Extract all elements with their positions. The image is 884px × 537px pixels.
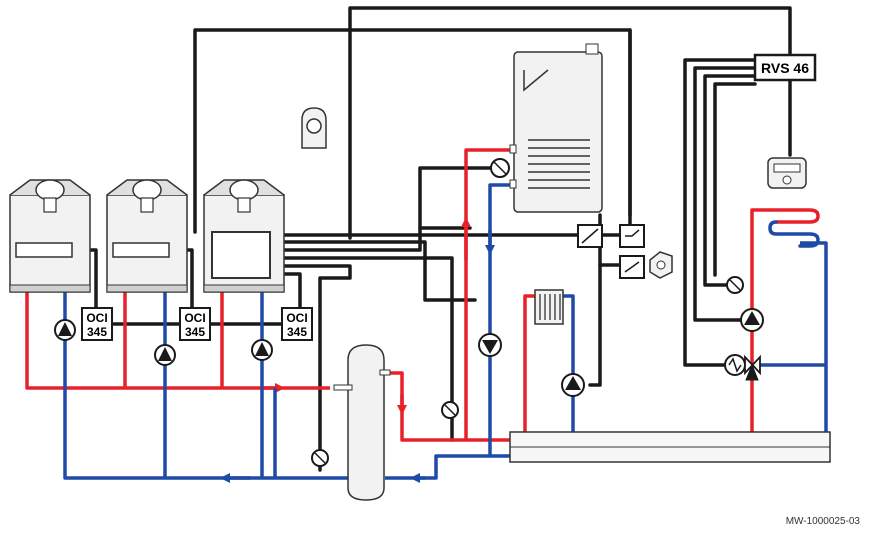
distribution-manifold [509,431,831,463]
boiler-pump-2-icon [154,344,176,366]
switch-box-icon [619,224,645,248]
return-sensor-icon [441,401,459,419]
boiler-2 [106,179,188,293]
oci-module-3-line2: 345 [287,325,307,339]
boiler-pump-1-icon [54,319,76,341]
radiator-pump-icon [561,373,585,397]
oci-module-1-line1: OCI [86,311,107,325]
oci-module-2: OCI 345 [179,307,211,341]
room-unit-icon [767,157,807,189]
relay-box-icon [619,255,645,279]
radiator-icon [534,289,564,325]
oci-module-2-line1: OCI [184,311,205,325]
underfloor-coil-icon [768,208,820,248]
mixing-valve-icon [724,354,761,381]
circuit-pump-icon [740,308,764,332]
dhw-pump-sensor-icon [490,158,510,178]
hydraulic-separator [333,344,391,501]
return-piping [63,183,828,483]
contactor-box-icon [577,224,603,248]
oci-module-3: OCI 345 [281,307,313,341]
rvs46-controller: RVS 46 [753,53,817,82]
supply-piping [25,148,770,442]
circuit-sensor-icon [726,276,744,294]
rvs46-label: RVS 46 [761,60,809,76]
oci-module-3-line1: OCI [286,311,307,325]
reference-code: MW-1000025-03 [786,516,861,527]
boiler-3 [203,179,285,293]
dhw-cylinder [509,43,603,213]
control-wiring [86,6,792,472]
outdoor-sensor-icon [301,107,327,149]
separator-sensor-icon [311,449,329,467]
oci-module-2-line2: 345 [185,325,205,339]
oci-module-1: OCI 345 [81,307,113,341]
room-thermostat-icon [649,251,673,279]
dhw-pump-icon [478,333,502,357]
boiler-pump-3-icon [251,339,273,361]
boiler-1 [9,179,91,293]
oci-module-1-line2: 345 [87,325,107,339]
